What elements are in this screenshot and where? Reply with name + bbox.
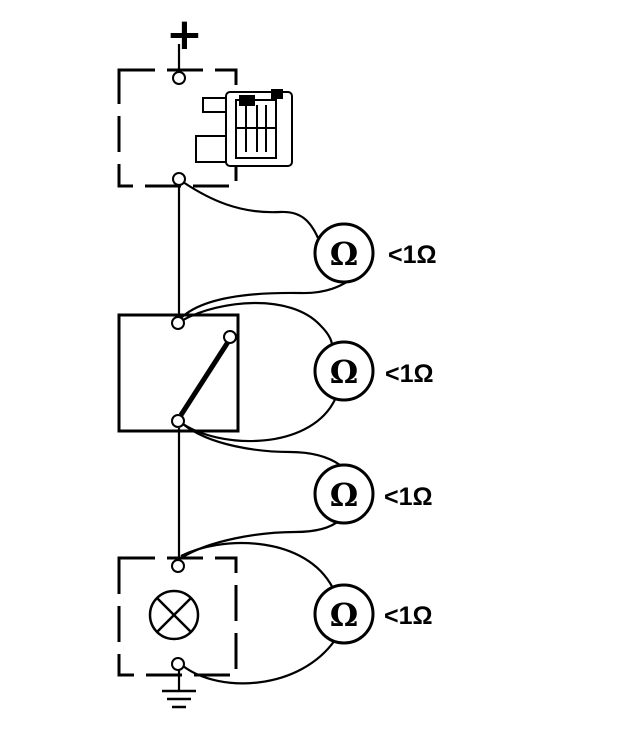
lamp-top-terminal bbox=[171, 559, 185, 573]
blade-fuse-icon bbox=[195, 89, 293, 167]
fuse-top-terminal bbox=[172, 71, 186, 85]
meter-3-lead-bottom bbox=[180, 519, 341, 559]
lamp-bottom-terminal bbox=[171, 657, 185, 671]
resistance-reading-3: <1Ω bbox=[384, 483, 433, 511]
ohmmeter-4: Ω bbox=[313, 583, 375, 645]
meter-4-lead-top bbox=[180, 542, 338, 596]
ohm-symbol: Ω bbox=[330, 353, 358, 391]
fuse-box bbox=[117, 68, 238, 188]
ohmmeter-2: Ω bbox=[313, 340, 375, 402]
switch-box bbox=[117, 313, 240, 433]
switch-fixed-contact bbox=[223, 330, 237, 344]
meter-2-lead-bottom bbox=[182, 395, 338, 443]
ohm-symbol: Ω bbox=[330, 235, 358, 273]
ohmmeter-circle bbox=[313, 463, 375, 525]
fuse-component bbox=[117, 68, 293, 188]
meter-1-lead-bottom bbox=[180, 279, 351, 319]
lamp-icon bbox=[148, 589, 200, 641]
switch-top-terminal bbox=[171, 316, 185, 330]
ohmmeter-1: Ω bbox=[313, 222, 375, 284]
lamp-box bbox=[117, 556, 238, 677]
ohmmeter-circle bbox=[313, 583, 375, 645]
switch-icon bbox=[178, 340, 231, 417]
resistance-reading-2: <1Ω bbox=[385, 360, 434, 388]
ohmmeter-circle bbox=[313, 340, 375, 402]
switch-component bbox=[117, 313, 240, 433]
meter-1-lead-top bbox=[182, 181, 320, 239]
ohm-symbol: Ω bbox=[330, 476, 358, 514]
ohmmeter-circle bbox=[313, 222, 375, 284]
resistance-reading-1: <1Ω bbox=[388, 241, 437, 269]
ground-icon bbox=[162, 689, 196, 709]
ohmmeter-3: Ω bbox=[313, 463, 375, 525]
ohm-symbol: Ω bbox=[330, 596, 358, 634]
switch-bottom-terminal bbox=[171, 414, 185, 428]
meter-2-lead-top bbox=[182, 301, 334, 351]
resistance-reading-4: <1Ω bbox=[384, 602, 433, 630]
lamp-component bbox=[117, 556, 238, 677]
supply-plus-sign: + bbox=[166, 9, 203, 60]
meter-3-lead-top bbox=[182, 423, 341, 466]
